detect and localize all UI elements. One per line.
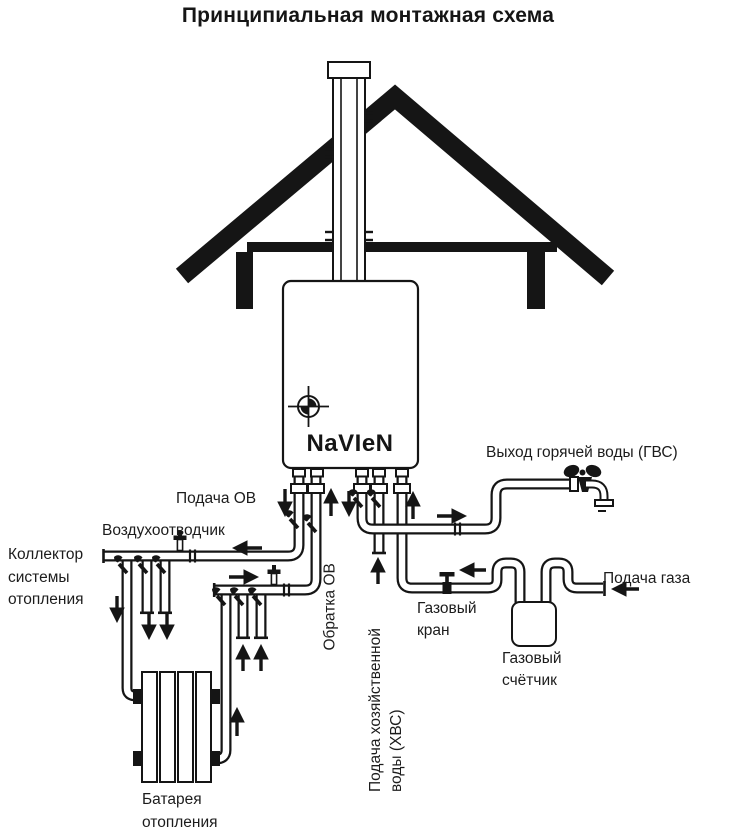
label-gas-valve: Газовый кран <box>417 600 477 639</box>
gas-pipe <box>402 476 603 606</box>
right-post <box>527 252 545 309</box>
left-post <box>236 252 253 309</box>
radiator <box>133 671 220 783</box>
air-vent-icon <box>266 564 282 586</box>
boiler-brand: NaVIeN <box>306 430 393 457</box>
label-gas-supply: Подача газа <box>603 570 691 587</box>
flow-arrows <box>109 487 639 736</box>
label-radiator: Батарея отопления <box>142 791 218 831</box>
label-heating-collector: Коллектор системы отопления <box>8 546 84 608</box>
roof <box>175 84 615 309</box>
boiler: NaVIeN <box>281 279 420 470</box>
label-gas-meter: Газовый счётчик <box>502 650 562 689</box>
gas-meter <box>511 601 557 647</box>
pipe-couplings <box>188 522 462 597</box>
chimney-flange-ticks <box>325 111 373 242</box>
boiler-connection-stubs <box>290 468 411 494</box>
chimney-cap <box>327 61 371 79</box>
label-heating-supply: Подача ОВ <box>176 490 257 507</box>
label-cold-water-supply: Подача хозяйственной воды (ХВС) <box>367 628 405 792</box>
pipe-end-caps <box>102 549 606 640</box>
label-heating-return: Обратка ОВ <box>321 563 339 651</box>
crosshair-icon <box>288 386 329 427</box>
faucet-icon <box>563 464 614 512</box>
page-title: Принципиальная монтажная схема <box>181 4 555 27</box>
label-air-vent: Воздухоотводчик <box>102 522 225 539</box>
label-hot-water-out: Выход горячей воды (ГВС) <box>486 444 678 461</box>
chimney <box>325 61 373 284</box>
